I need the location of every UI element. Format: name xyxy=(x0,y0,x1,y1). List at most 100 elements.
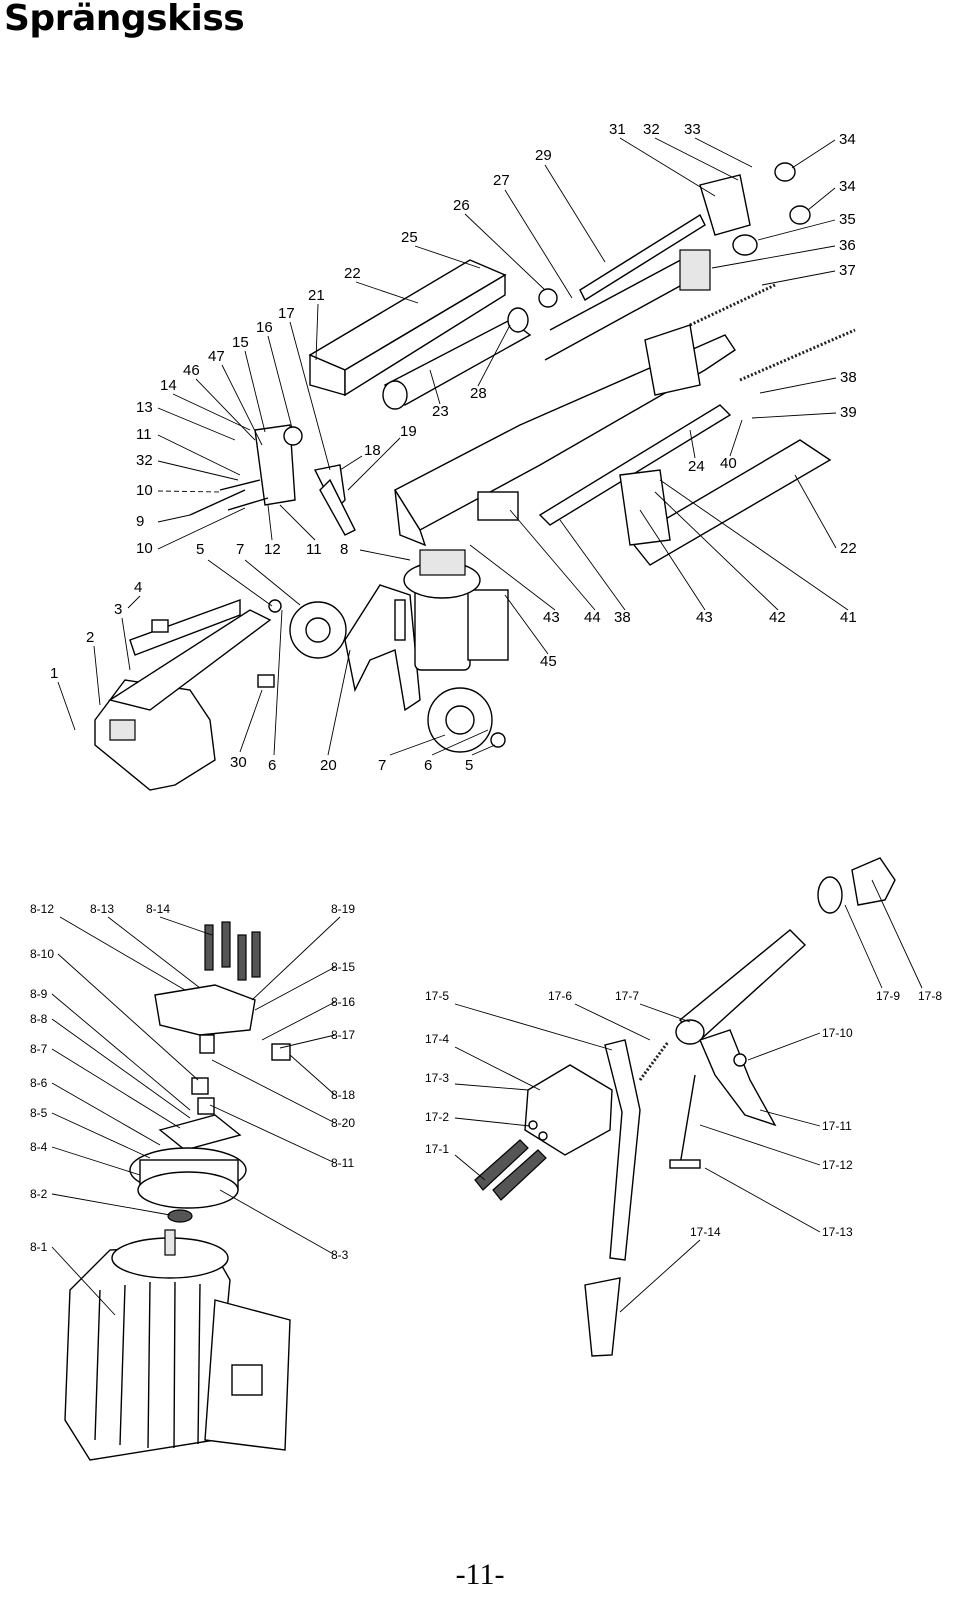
callout-label: 42 xyxy=(769,609,786,626)
main-assembly-drawing xyxy=(94,162,856,791)
callout-label: 8-12 xyxy=(30,902,54,916)
callout-label: 17-1 xyxy=(425,1142,449,1156)
callout-label: 8-6 xyxy=(30,1076,48,1090)
callout-label: 10 xyxy=(136,482,153,499)
callout-label: 8-3 xyxy=(331,1248,349,1262)
callout-label: 4 xyxy=(134,579,142,596)
motor-assembly-drawing xyxy=(64,921,291,1461)
callout-label: 40 xyxy=(720,455,737,472)
callout-label: 6 xyxy=(424,757,432,774)
main-leader-lines xyxy=(57,137,849,756)
callout-label: 41 xyxy=(840,609,857,626)
valve-labels: 17-5 17-6 17-7 17-9 17-8 17-4 17-10 17-3… xyxy=(425,989,942,1239)
callout-label: 11 xyxy=(136,426,152,443)
callout-label: 15 xyxy=(232,334,249,351)
callout-label: 34 xyxy=(839,178,856,195)
callout-label: 32 xyxy=(136,452,153,469)
callout-label: 25 xyxy=(401,229,418,246)
callout-label: 35 xyxy=(839,211,856,228)
callout-label: 12 xyxy=(264,541,281,558)
callout-label: 44 xyxy=(584,609,601,626)
valve-leader-lines xyxy=(454,879,923,1313)
callout-label: 17-8 xyxy=(918,989,942,1003)
callout-label: 8-7 xyxy=(30,1042,48,1056)
callout-label: 45 xyxy=(540,653,557,670)
callout-label: 14 xyxy=(160,377,177,394)
page-title: Sprängskiss xyxy=(4,0,245,39)
callout-label: 17-2 xyxy=(425,1110,449,1124)
callout-label: 46 xyxy=(183,362,200,379)
valve-assembly-drawing xyxy=(474,857,896,1357)
callout-label: 17-10 xyxy=(822,1026,853,1040)
callout-label: 17-11 xyxy=(822,1119,852,1133)
callout-label: 30 xyxy=(230,754,247,771)
callout-label: 11 xyxy=(306,541,322,558)
callout-label: 17-4 xyxy=(425,1032,449,1046)
callout-label: 31 xyxy=(609,121,626,138)
main-labels: 31 32 33 34 34 35 36 37 29 27 26 25 22 2… xyxy=(50,121,857,774)
callout-label: 24 xyxy=(688,458,705,475)
callout-label: 37 xyxy=(839,262,856,279)
callout-label: 2 xyxy=(86,629,94,646)
callout-label: 9 xyxy=(136,513,144,530)
callout-label: 36 xyxy=(839,237,856,254)
callout-label: 8 xyxy=(340,541,348,558)
callout-label: 7 xyxy=(236,541,244,558)
callout-label: 8-4 xyxy=(30,1140,48,1154)
callout-label: 19 xyxy=(400,423,417,440)
callout-label: 17 xyxy=(278,305,295,322)
callout-label: 8-13 xyxy=(90,902,114,916)
callout-label: 8-18 xyxy=(331,1088,355,1102)
callout-label: 8-14 xyxy=(146,902,170,916)
callout-label: 26 xyxy=(453,197,470,214)
callout-label: 8-5 xyxy=(30,1106,48,1120)
callout-label: 7 xyxy=(378,757,386,774)
callout-label: 34 xyxy=(839,131,856,148)
callout-label: 10 xyxy=(136,540,153,557)
callout-label: 47 xyxy=(208,348,225,365)
callout-label: 5 xyxy=(196,541,204,558)
callout-label: 8-19 xyxy=(331,902,355,916)
callout-label: 33 xyxy=(684,121,701,138)
callout-label: 22 xyxy=(344,265,361,282)
motor-leader-lines xyxy=(51,916,341,1316)
callout-label: 8-1 xyxy=(30,1240,48,1254)
callout-label: 38 xyxy=(840,369,857,386)
callout-label: 8-11 xyxy=(331,1156,354,1170)
callout-label: 23 xyxy=(432,403,449,420)
callout-label: 8-8 xyxy=(30,1012,48,1026)
callout-label: 8-10 xyxy=(30,947,54,961)
callout-label: 8-16 xyxy=(331,995,355,1009)
callout-label: 17-12 xyxy=(822,1158,853,1172)
callout-label: 38 xyxy=(614,609,631,626)
callout-label: 17-9 xyxy=(876,989,900,1003)
callout-label: 27 xyxy=(493,172,510,189)
callout-label: 32 xyxy=(643,121,660,138)
page-number: -11- xyxy=(455,1558,505,1591)
callout-label: 6 xyxy=(268,757,276,774)
callout-label: 18 xyxy=(364,442,381,459)
callout-label: 17-14 xyxy=(690,1225,721,1239)
callout-label: 28 xyxy=(470,385,487,402)
callout-label: 22 xyxy=(840,540,857,557)
callout-label: 8-15 xyxy=(331,960,355,974)
callout-label: 8-2 xyxy=(30,1187,48,1201)
callout-label: 17-3 xyxy=(425,1071,449,1085)
callout-label: 16 xyxy=(256,319,273,336)
callout-label: 17-5 xyxy=(425,989,449,1003)
callout-label: 39 xyxy=(840,404,857,421)
motor-labels: 8-12 8-13 8-14 8-19 8-10 8-15 8-9 8-16 8… xyxy=(30,902,355,1262)
callout-label: 43 xyxy=(696,609,713,626)
callout-label: 17-13 xyxy=(822,1225,853,1239)
callout-label: 8-9 xyxy=(30,987,48,1001)
callout-label: 5 xyxy=(465,757,473,774)
callout-label: 20 xyxy=(320,757,337,774)
callout-label: 1 xyxy=(50,665,58,682)
callout-label: 17-7 xyxy=(615,989,639,1003)
callout-label: 8-17 xyxy=(331,1028,355,1042)
callout-label: 29 xyxy=(535,147,552,164)
callout-label: 13 xyxy=(136,399,153,416)
callout-label: 43 xyxy=(543,609,560,626)
callout-label: 17-6 xyxy=(548,989,572,1003)
